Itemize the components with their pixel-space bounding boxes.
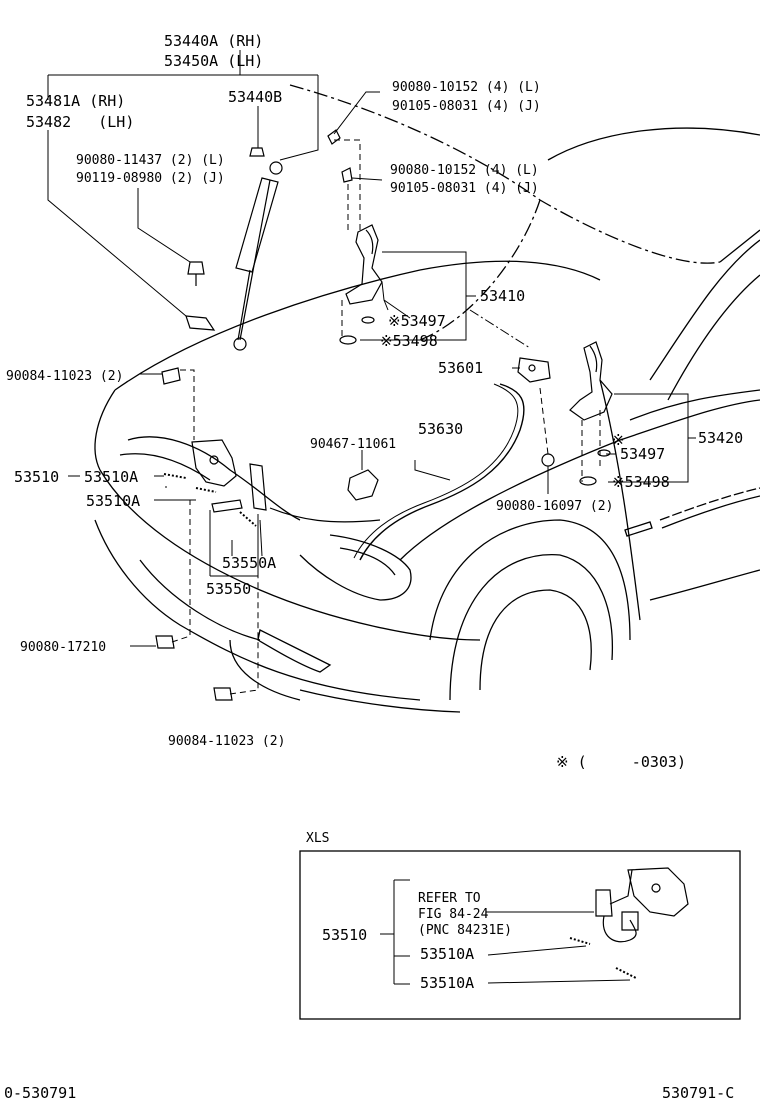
inset-leaders	[380, 879, 631, 985]
inset-frame	[299, 850, 741, 1020]
label-53630: 53630	[418, 420, 463, 438]
footer-left-code: 0-530791	[4, 1084, 76, 1102]
label-53450a: 53450A (LH)	[164, 52, 263, 70]
label-90467-11061: 90467-11061	[310, 437, 396, 452]
footer: 0-530791 530791-C	[4, 1084, 734, 1102]
label-53510: 53510	[14, 468, 59, 486]
label-53601: 53601	[438, 359, 483, 377]
inset-label-53510a-a: 53510A	[420, 945, 474, 963]
inset-label-53510a-b: 53510A	[420, 974, 474, 992]
label-90119-08980: 90119-08980 (2) (J)	[76, 171, 225, 186]
inset-refer-line2: FIG 84-24	[418, 907, 489, 922]
inset-title: XLS	[306, 831, 329, 846]
label-90080-17210: 90080-17210	[20, 640, 106, 655]
label-90080-10152-a: 90080-10152 (4) (L)	[392, 80, 541, 95]
label-53497-b: 53497	[620, 445, 665, 463]
label-53440a: 53440A (RH)	[164, 32, 263, 50]
label-53550: 53550	[206, 580, 251, 598]
inset-refer-line3: (PNC 84231E)	[418, 923, 512, 938]
footer-right-code: 530791-C	[662, 1084, 734, 1102]
inset-refer-line1: REFER TO	[418, 891, 481, 906]
label-90105-08031-a: 90105-08031 (4) (J)	[392, 99, 541, 114]
label-90080-11437: 90080-11437 (2) (L)	[76, 153, 225, 168]
car-body-outline	[94, 84, 760, 713]
label-90105-08031-b: 90105-08031 (4) (J)	[390, 181, 539, 196]
label-90084-11023-a: 90084-11023 (2)	[6, 369, 123, 384]
leader-lines	[47, 50, 696, 695]
applicability-note: ※ ( -0303)	[556, 753, 686, 771]
part-labels: 53440A (RH) 53450A (LH) 53481A (RH) 5348…	[6, 32, 743, 771]
label-53497-a: ※53497	[388, 312, 446, 330]
label-53498-a: ※53498	[380, 332, 438, 350]
inset-label-53510: 53510	[322, 926, 367, 944]
label-53410: 53410	[480, 287, 525, 305]
label-90080-16097: 90080-16097 (2)	[496, 499, 613, 514]
label-90084-11023-b: 90084-11023 (2)	[168, 734, 285, 749]
label-53550a: 53550A	[222, 554, 276, 572]
label-53420: 53420	[698, 429, 743, 447]
label-53481a: 53481A (RH)	[26, 92, 125, 110]
label-53482: 53482 (LH)	[26, 113, 134, 131]
label-53498-b: ※53498	[612, 473, 670, 491]
xls-inset: XLS 53510 REFER TO FIG 84-24 (PNC 84231E…	[299, 831, 741, 1020]
parts-drawings	[155, 129, 613, 701]
label-90080-10152-b: 90080-10152 (4) (L)	[390, 163, 539, 178]
label-note-mark: ※	[612, 431, 625, 449]
inset-lock-drawing	[569, 867, 689, 979]
label-53510a-a: 53510A	[84, 468, 138, 486]
label-53440b: 53440B	[228, 88, 282, 106]
label-53510a-b: 53510A	[86, 492, 140, 510]
